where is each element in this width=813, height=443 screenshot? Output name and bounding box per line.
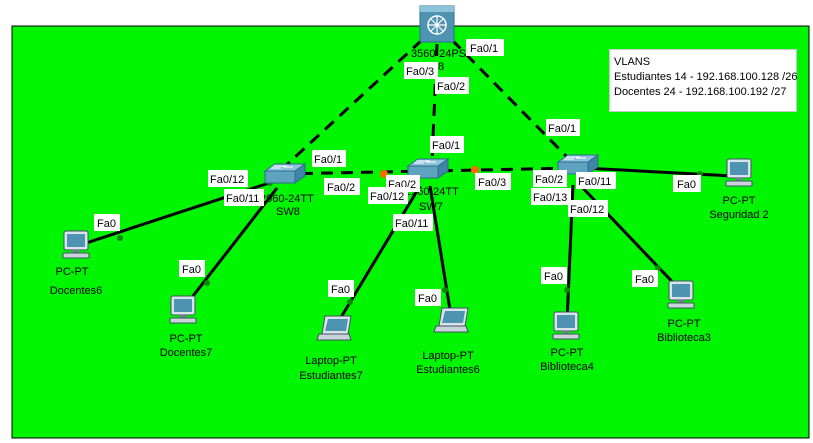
svg-text:Fa0/11: Fa0/11 (226, 193, 259, 205)
svg-text:Fa0/1: Fa0/1 (470, 43, 498, 55)
trunk-core-sw9[interactable] (450, 38, 575, 165)
link-status-dot (347, 299, 353, 305)
link-sw8-docentes7[interactable] (184, 187, 279, 306)
port-label: Fa0/11 (224, 189, 264, 206)
port-label: Fa0/2 (324, 178, 360, 195)
pc-biblioteca4-type: PC-PT (551, 347, 584, 359)
port-label: Fa0 (541, 267, 567, 284)
svg-text:Fa0: Fa0 (677, 179, 696, 191)
core-switch-name: 3560-24PS (411, 48, 466, 60)
svg-text:Fa0: Fa0 (182, 264, 201, 276)
port-label: Fa0/1 (312, 150, 346, 167)
link-sw7-estudiantes6[interactable] (428, 185, 453, 317)
pc-biblioteca3-type: PC-PT (668, 318, 701, 330)
pc-docentes7[interactable]: PC-PT Docentes7 (160, 295, 213, 359)
link-status-dot (117, 235, 123, 241)
port-label: Fa0/12 (208, 170, 248, 187)
core-switch[interactable]: 3560-24PS 8 (411, 5, 466, 73)
svg-text:Fa0/3: Fa0/3 (406, 66, 434, 78)
multilayer-switch-icon (419, 5, 455, 43)
switch-sw8-name: SW8 (276, 206, 300, 218)
pc-icon (552, 311, 580, 340)
port-label: Fa0/1 (466, 39, 504, 56)
port-label: Fa0/12 (368, 187, 408, 204)
port-label: Fa0/13 (531, 188, 571, 205)
svg-text:Fa0/13: Fa0/13 (533, 192, 567, 204)
pc-docentes7-type: PC-PT (170, 333, 203, 345)
vlan-note-title: VLANS (614, 56, 651, 68)
port-label: Fa0/1 (430, 136, 464, 153)
svg-text:Fa0/12: Fa0/12 (210, 174, 244, 186)
pc-biblioteca3[interactable]: PC-PT Biblioteca3 (657, 280, 711, 344)
switch-sw8[interactable]: 2960-24TT SW8 (260, 163, 314, 218)
svg-text:Fa0/1: Fa0/1 (548, 123, 576, 135)
core-switch-name-suffix: 8 (438, 61, 444, 73)
svg-text:Fa0/2: Fa0/2 (535, 174, 563, 186)
vlan-note-line-docentes: Docentes 24 - 192.168.100.192 /27 (614, 86, 787, 98)
svg-text:Fa0: Fa0 (97, 218, 116, 230)
pc-seguridad2-type: PC-PT (723, 195, 756, 207)
svg-text:Fa0/2: Fa0/2 (327, 182, 355, 194)
port-label: Fa0/12 (568, 200, 608, 217)
svg-text:Fa0/12: Fa0/12 (370, 191, 404, 203)
port-label: Fa0/11 (576, 172, 616, 189)
svg-text:Fa0/1: Fa0/1 (314, 154, 342, 166)
pc-docentes6-name: Docentes6 (50, 285, 103, 297)
laptop-estudiantes7[interactable]: Laptop-PT Estudiantes7 (299, 315, 363, 382)
pc-docentes6-type: PC-PT (56, 266, 89, 278)
svg-text:Fa0: Fa0 (635, 274, 654, 286)
laptop-estudiantes7-type: Laptop-PT (305, 355, 357, 367)
link-status-dot (564, 287, 570, 293)
switch-sw8-model: 2960-24TT (260, 193, 314, 205)
port-label: Fa0 (673, 175, 701, 192)
laptop-estudiantes6[interactable]: Laptop-PT Estudiantes6 (416, 307, 480, 376)
port-label: Fa0/1 (546, 119, 580, 136)
pc-icon (667, 280, 695, 309)
svg-text:Fa0/1: Fa0/1 (432, 140, 460, 152)
pc-biblioteca3-name: Biblioteca3 (657, 332, 711, 344)
pc-docentes7-name: Docentes7 (160, 347, 213, 359)
switch-icon (264, 163, 306, 184)
link-status-dot (442, 287, 448, 293)
port-label: Fa0/2 (435, 77, 469, 94)
trunk-core-sw8[interactable] (279, 38, 424, 172)
port-label: Fa0/3 (404, 62, 438, 79)
pc-icon (725, 158, 753, 187)
port-label: Fa0 (328, 280, 354, 297)
laptop-estudiantes6-type: Laptop-PT (422, 350, 474, 362)
link-status-dot (204, 280, 210, 286)
laptop-estudiantes7-name: Estudiantes7 (299, 370, 363, 382)
svg-text:Fa0: Fa0 (418, 293, 437, 305)
link-sw9-seguridad2[interactable] (583, 166, 734, 178)
laptop-estudiantes6-name: Estudiantes6 (416, 364, 480, 376)
svg-text:Fa0/11: Fa0/11 (395, 218, 428, 230)
pc-icon (169, 295, 197, 324)
port-label: Fa0 (415, 289, 441, 306)
svg-text:Fa0/11: Fa0/11 (578, 176, 611, 188)
switch-sw7-name: SW7 (419, 201, 443, 213)
svg-text:Fa0: Fa0 (331, 284, 350, 296)
port-label: Fa0/11 (393, 214, 433, 231)
pc-seguridad2[interactable]: PC-PT Seguridad 2 (709, 158, 769, 221)
pc-docentes6[interactable]: PC-PT Docentes6 (50, 230, 103, 297)
vlan-note-line-estudiantes: Estudiantes 14 - 192.168.100.128 /26 (614, 71, 798, 83)
vlan-note[interactable]: VLANS Estudiantes 14 - 192.168.100.128 /… (609, 49, 797, 112)
link-status-dot (471, 166, 479, 174)
pc-seguridad2-name: Seguridad 2 (709, 209, 768, 221)
port-label: Fa0 (94, 214, 120, 231)
port-label: Fa0/3 (475, 173, 511, 190)
pc-icon (62, 230, 90, 259)
pc-biblioteca4-name: Biblioteca4 (540, 361, 594, 373)
svg-text:Fa0/2: Fa0/2 (437, 81, 465, 93)
svg-text:Fa0/12: Fa0/12 (570, 204, 604, 216)
pc-biblioteca4[interactable]: PC-PT Biblioteca4 (540, 311, 594, 373)
port-label: Fa0/2 (533, 170, 567, 187)
link-status-dot (655, 265, 661, 271)
port-label: Fa0 (179, 260, 205, 277)
svg-text:Fa0/3: Fa0/3 (478, 177, 506, 189)
svg-text:Fa0: Fa0 (544, 271, 563, 283)
port-label: Fa0 (632, 270, 658, 287)
